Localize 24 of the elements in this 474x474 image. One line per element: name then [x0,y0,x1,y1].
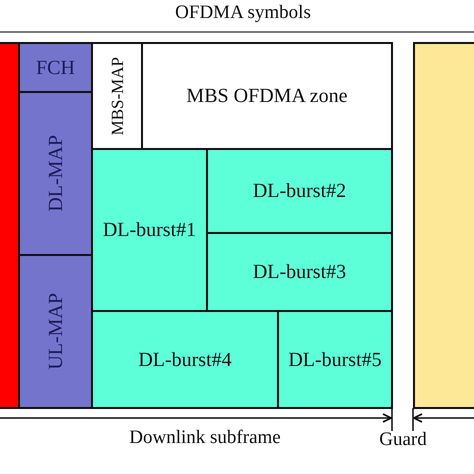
frame-block [206,232,393,312]
frame-block [277,310,393,409]
text-label: OFDMA symbols [175,3,311,22]
block-label: DL-MAP [46,135,66,212]
frame-block [91,310,279,409]
block-label: UL-MAP [46,293,66,370]
frame-block [91,148,208,312]
block-label: DL-burst#4 [138,350,232,370]
preamble-bar [0,42,20,409]
text-label: Guard [379,430,427,449]
block-label: DL-burst#3 [252,262,346,282]
block-label: MBS OFDMA zone [186,86,348,106]
frame-block [18,42,93,93]
text-label: Downlink subframe [129,428,281,447]
frame-block [141,42,393,150]
block-label: FCH [36,58,75,78]
block-label: MBS-MAP [108,56,126,136]
uplink-region [413,42,474,409]
frame-block [18,91,93,256]
block-label: DL-burst#2 [252,181,346,201]
frame-block [18,254,93,409]
block-label: DL-burst#5 [288,350,382,370]
frame-block [206,148,393,234]
block-label: DL-burst#1 [102,220,196,240]
